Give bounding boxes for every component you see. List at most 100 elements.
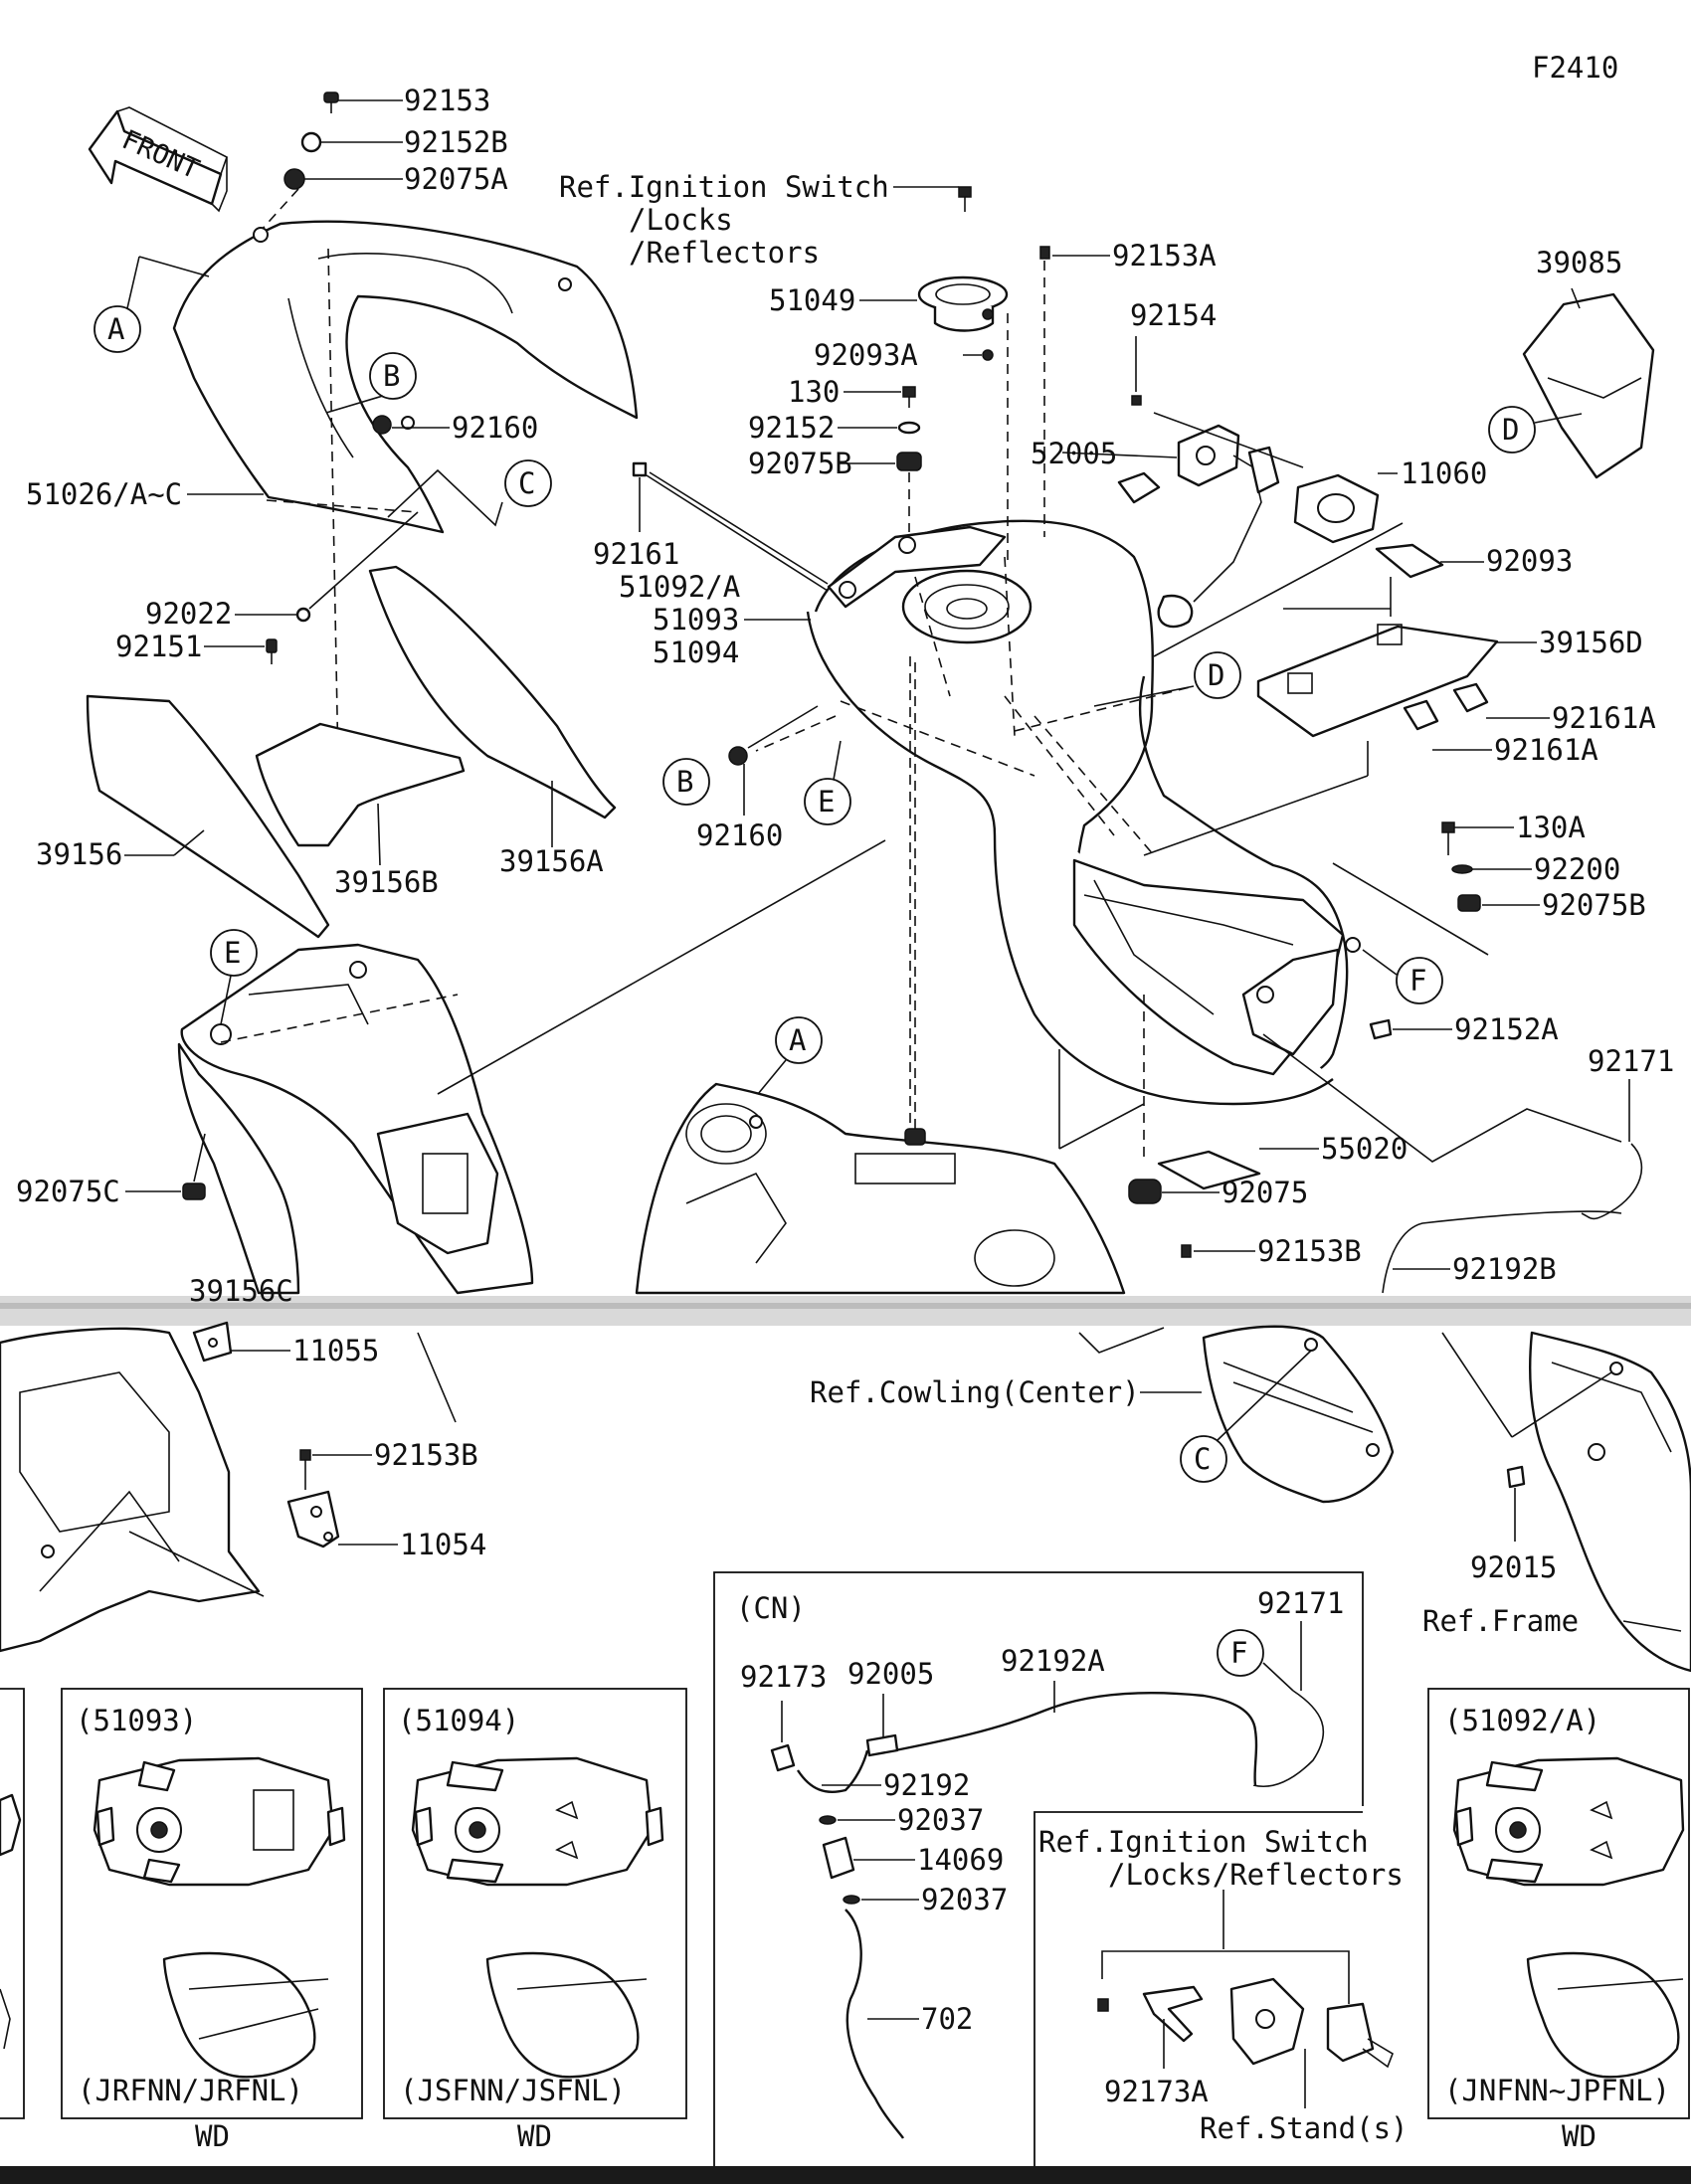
label-11060: 11060 xyxy=(1401,456,1487,490)
cover-39085 xyxy=(1522,292,1655,479)
label-55020: 55020 xyxy=(1321,1132,1408,1166)
grommet-92160-mid xyxy=(728,746,748,766)
pad-92093 xyxy=(1375,543,1444,579)
bolt-92151 xyxy=(266,638,278,664)
tank-cover-51094-variant xyxy=(411,1756,664,2079)
gasket-11060 xyxy=(1293,473,1380,544)
label-ref-ign-2: /Locks xyxy=(629,203,733,237)
label-92075C: 92075C xyxy=(16,1175,120,1208)
grommet-92160-top xyxy=(372,415,392,435)
label-92037-1: 92037 xyxy=(897,1803,984,1837)
label-39085: 39085 xyxy=(1536,246,1622,279)
label-39156: 39156 xyxy=(36,837,122,871)
label-51026: 51026/A~C xyxy=(26,477,182,511)
washer-92200 xyxy=(1451,864,1473,874)
hose-92192 xyxy=(796,1749,869,1793)
label-92075B-mid: 92075B xyxy=(1542,888,1646,922)
bracket-11055 xyxy=(192,1321,233,1363)
label-92192A: 92192A xyxy=(1001,1644,1105,1678)
bolt-92153 xyxy=(323,91,339,113)
label-14069: 14069 xyxy=(917,1843,1004,1877)
label-39156C: 39156C xyxy=(189,1274,293,1308)
label-var-jrfnn: (JRFNN/JRFNL) xyxy=(78,2074,303,2107)
callout-B-text-2: B xyxy=(676,765,693,799)
frame-lower-left xyxy=(0,1327,261,1653)
label-11054: 11054 xyxy=(400,1528,486,1561)
callout-B-text-1: B xyxy=(383,359,400,393)
label-92160-mid: 92160 xyxy=(696,819,783,852)
inset-51092A xyxy=(1427,1688,1690,2119)
callout-B-tank xyxy=(662,758,710,806)
label-ref-ign-b1: Ref.Ignition Switch xyxy=(1038,1825,1369,1859)
sheet-55020 xyxy=(1157,1150,1261,1190)
callout-D-tank xyxy=(1194,651,1241,699)
callout-B-cover xyxy=(369,352,417,400)
label-wd-2: WD xyxy=(517,2119,552,2153)
label-ref-frame: Ref.Frame xyxy=(1422,1604,1579,1638)
label-92075: 92075 xyxy=(1221,1176,1308,1209)
callout-A-text-2: A xyxy=(789,1023,806,1057)
label-92152A: 92152A xyxy=(1454,1012,1559,1046)
label-cn: (CN) xyxy=(736,1591,806,1625)
label-52005: 52005 xyxy=(1031,437,1117,470)
fuel-pump-52005 xyxy=(1117,424,1280,629)
label-92015: 92015 xyxy=(1470,1550,1557,1584)
label-92173: 92173 xyxy=(740,1660,827,1694)
clamp-92173 xyxy=(770,1743,796,1772)
callout-E-text-2: E xyxy=(224,936,241,970)
bracket-11054 xyxy=(286,1490,340,1548)
label-var-jsfnn: (JSFNN/JSFNL) xyxy=(400,2074,626,2107)
bolt-130A xyxy=(1441,821,1455,855)
frame-bracket-left xyxy=(177,943,534,1295)
callout-C-cowling xyxy=(1180,1435,1227,1483)
frame-right xyxy=(1528,1331,1691,1673)
label-box-51094: (51094) xyxy=(398,1704,519,1737)
grommet-92075B-top xyxy=(896,452,922,471)
label-39156D: 39156D xyxy=(1539,626,1643,659)
cowling-center xyxy=(1202,1325,1395,1504)
label-11055: 11055 xyxy=(292,1334,379,1367)
label-130A: 130A xyxy=(1516,811,1586,844)
callout-F-text-2: F xyxy=(1230,1636,1247,1670)
label-ref-cowling: Ref.Cowling(Center) xyxy=(810,1375,1140,1409)
tank-cover-51092A-variant xyxy=(1452,1756,1685,2079)
hose-702 xyxy=(845,1909,905,2139)
bolt-92153B-top xyxy=(1181,1244,1192,1258)
callout-F-tank xyxy=(1396,957,1443,1004)
frame-mid xyxy=(635,1082,1126,1295)
inset-51094 xyxy=(383,1688,687,2119)
label-92153B-top: 92153B xyxy=(1257,1234,1362,1268)
washer-92152B xyxy=(300,131,322,153)
inset-51093 xyxy=(61,1688,363,2119)
label-39156B: 39156B xyxy=(334,865,439,899)
label-92022: 92022 xyxy=(145,597,232,631)
label-92152B: 92152B xyxy=(404,125,508,159)
label-box-51092A: (51092/A) xyxy=(1444,1704,1600,1737)
label-92200: 92200 xyxy=(1534,852,1620,886)
label-702: 702 xyxy=(921,2002,973,2036)
label-92161A-1: 92161A xyxy=(1552,701,1656,735)
inset-partial-left xyxy=(0,1688,25,2119)
callout-F-text-1: F xyxy=(1409,964,1426,998)
label-box-51093: (51093) xyxy=(76,1704,197,1737)
label-92037-2: 92037 xyxy=(921,1883,1008,1916)
label-92151: 92151 xyxy=(115,630,202,663)
tank-cover-51093-variant xyxy=(93,1756,346,2079)
callout-E-text-1: E xyxy=(818,785,835,819)
callout-C-text-2: C xyxy=(1194,1442,1211,1476)
grommet-92075A xyxy=(283,168,305,190)
pad-39156D xyxy=(1256,625,1499,738)
label-92153B-bot: 92153B xyxy=(374,1438,478,1472)
lock-assembly xyxy=(1097,1977,1394,2069)
diagram-code: F2410 xyxy=(1532,51,1618,85)
valve-14069 xyxy=(822,1836,855,1880)
fuel-cap-51049 xyxy=(917,186,1009,332)
clamp-92037-2 xyxy=(843,1895,860,1905)
label-51093: 51093 xyxy=(653,603,739,637)
callout-D-text-1: D xyxy=(1502,413,1519,447)
label-130: 130 xyxy=(788,375,840,409)
label-92075A: 92075A xyxy=(404,162,508,196)
label-ref-ign-3: /Reflectors xyxy=(629,236,820,270)
damper-92161A-2 xyxy=(1403,699,1439,731)
